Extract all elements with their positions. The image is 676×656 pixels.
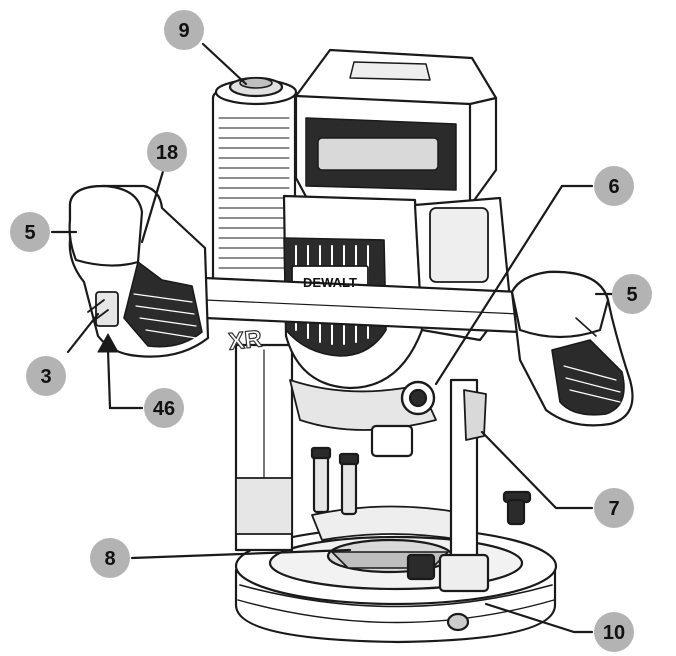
leader-line-7 [480, 430, 594, 510]
svg-text:9: 9 [178, 20, 189, 42]
leader-line-3 [66, 312, 100, 354]
callout-18: 18 [147, 132, 187, 172]
router-illustration: DEWALT XR [68, 48, 634, 644]
leader-line-18 [140, 166, 166, 244]
svg-text:3: 3 [40, 366, 51, 388]
callout-46: 46 [144, 388, 184, 428]
callouts: 9 18 5 6 5 3 46 7 [10, 10, 652, 652]
callout-9: 9 [164, 10, 204, 50]
left-handle [68, 184, 210, 358]
svg-text:7: 7 [608, 498, 619, 520]
svg-text:10: 10 [603, 622, 625, 644]
callout-3: 3 [26, 356, 66, 396]
callout-7: 7 [594, 488, 634, 528]
svg-text:5: 5 [626, 284, 637, 306]
leader-line-8 [130, 548, 352, 560]
arrow-head-46 [97, 332, 119, 353]
plunge-columns [234, 343, 490, 593]
callout-5-right: 5 [612, 274, 652, 314]
router-body [203, 194, 522, 458]
svg-text:46: 46 [153, 398, 175, 420]
battery-pack [294, 48, 498, 208]
callout-6: 6 [594, 166, 634, 206]
callout-10: 10 [594, 612, 634, 652]
leader-line-10 [484, 602, 594, 634]
leader-line-6 [434, 184, 594, 386]
leader-line-46 [106, 348, 144, 410]
callout-5-left: 5 [10, 212, 50, 252]
right-handle [510, 270, 634, 427]
svg-text:8: 8 [104, 548, 115, 570]
svg-text:6: 6 [608, 176, 619, 198]
motor-housing [211, 76, 298, 309]
brand-logo-text: DEWALT [303, 275, 357, 290]
leader-lines [50, 42, 614, 634]
svg-text:5: 5 [24, 222, 35, 244]
callout-8: 8 [90, 538, 130, 578]
svg-text:18: 18 [156, 142, 178, 164]
leader-line-9 [201, 42, 248, 86]
series-badge-text: XR [227, 325, 263, 355]
